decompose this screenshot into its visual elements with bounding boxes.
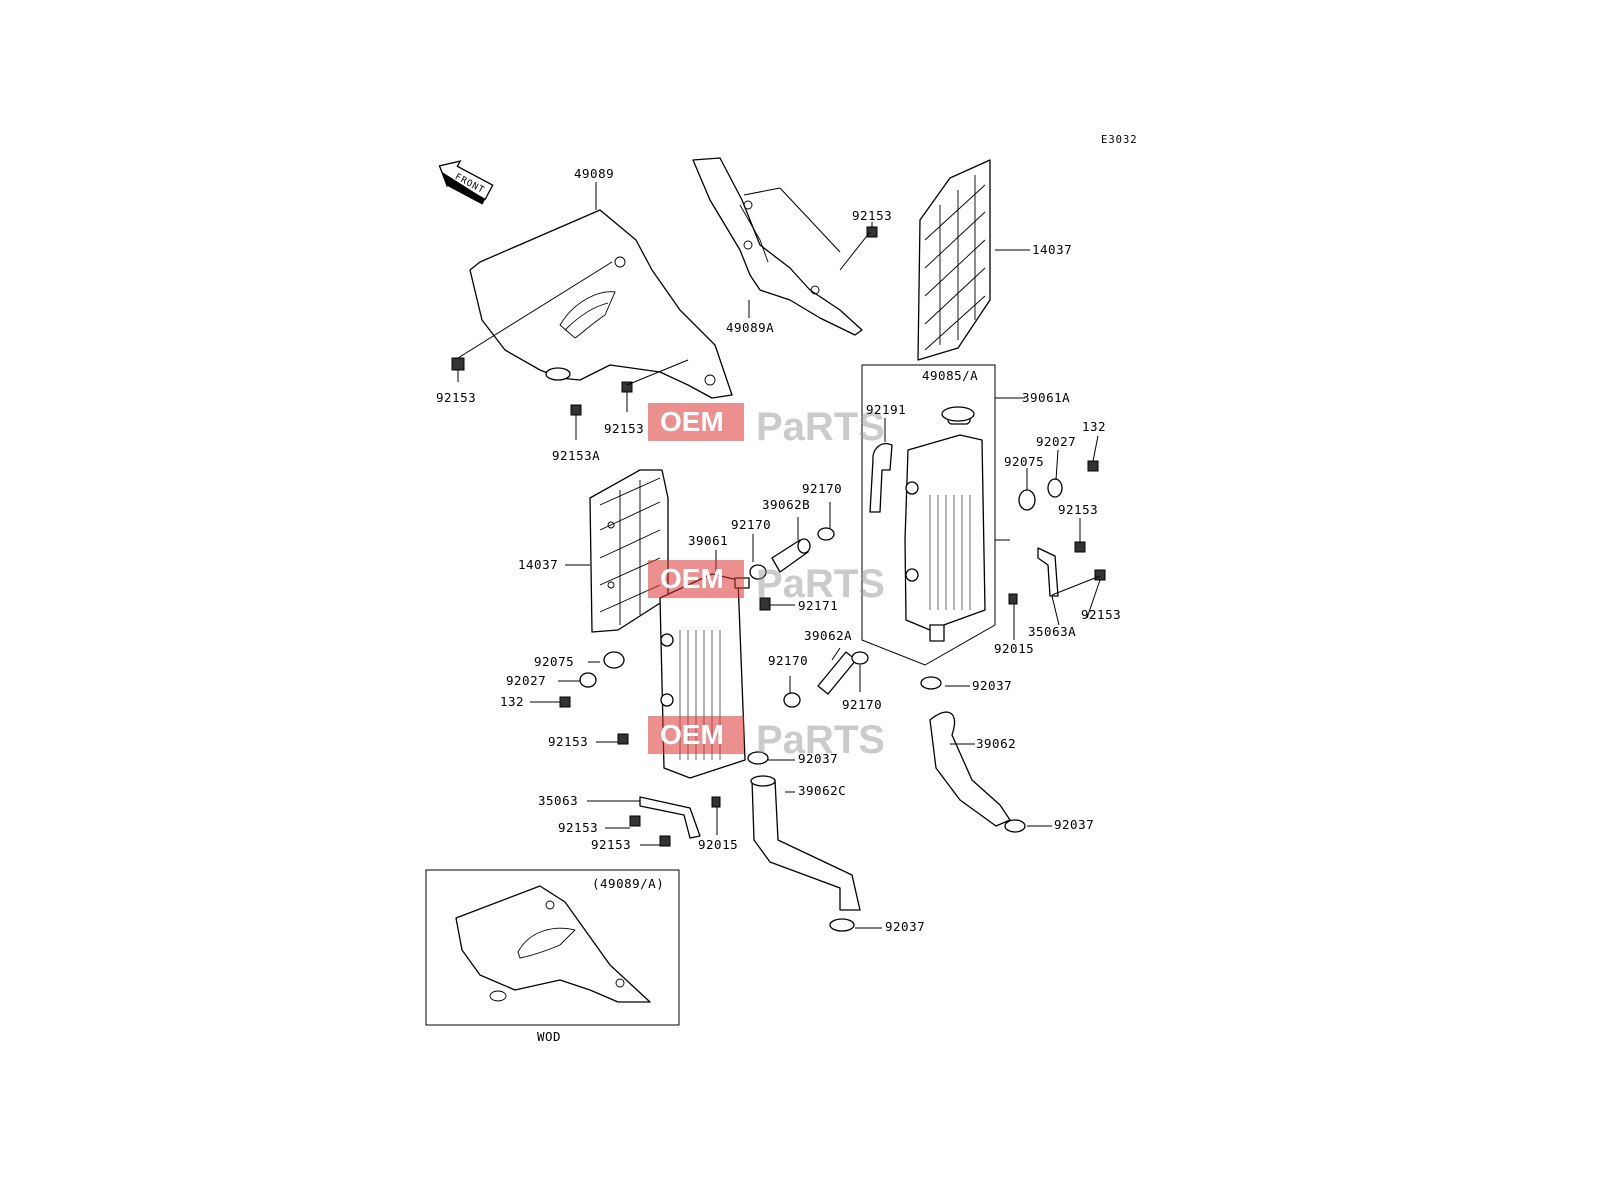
part-label-49085a[interactable]: 49085/A <box>922 368 978 383</box>
part-label-49089[interactable]: 49089 <box>574 166 614 181</box>
part-label-132[interactable]: 132 <box>500 694 524 709</box>
part-label-39061a[interactable]: 39061A <box>1022 390 1070 405</box>
radiator-grill-14037-right <box>917 159 991 361</box>
radiator-grill-14037-left <box>589 469 669 633</box>
part-label-92037[interactable]: 92037 <box>972 678 1012 693</box>
inset-caption: WOD <box>537 1029 561 1044</box>
part-label-35063a[interactable]: 35063A <box>1028 624 1076 639</box>
radiator-39061a <box>904 406 986 642</box>
hose-39062b <box>771 538 811 573</box>
part-label-92153[interactable]: 92153 <box>1058 502 1098 517</box>
bracket-35063a <box>1037 547 1059 597</box>
part-label-92153[interactable]: 92153 <box>604 421 644 436</box>
svg-text:PaRTS: PaRTS <box>756 562 885 606</box>
leader-lines <box>457 182 1101 929</box>
part-label-92153[interactable]: 92153 <box>591 837 631 852</box>
part-label-92027[interactable]: 92027 <box>506 673 546 688</box>
svg-text:OEM: OEM <box>660 563 724 594</box>
diagram-code: E3032 <box>1101 134 1138 146</box>
hose-39062 <box>929 711 1011 827</box>
hose-92191 <box>869 443 893 513</box>
part-label-92153[interactable]: 92153 <box>852 208 892 223</box>
part-label-39061[interactable]: 39061 <box>688 533 728 548</box>
grommets <box>579 478 1063 688</box>
part-label-92170[interactable]: 92170 <box>802 481 842 496</box>
svg-text:PaRTS: PaRTS <box>756 718 885 762</box>
part-label-92153[interactable]: 92153 <box>436 390 476 405</box>
svg-text:OEM: OEM <box>660 719 724 750</box>
part-label-92191[interactable]: 92191 <box>866 402 906 417</box>
part-label-49089a[interactable]: 49089A <box>726 320 774 335</box>
part-labels: 49089 49089A 92153 14037 92153 92153A 92… <box>436 166 1121 934</box>
part-label-92153[interactable]: 92153 <box>548 734 588 749</box>
part-label-92153[interactable]: 92153 <box>1081 607 1121 622</box>
inset-reference: (49089/A) <box>592 876 664 891</box>
watermark-1: OEM PaRTS <box>648 403 885 449</box>
part-label-92153[interactable]: 92153 <box>558 820 598 835</box>
shroud-49089 <box>469 209 733 399</box>
hose-39062a <box>817 651 857 695</box>
svg-text:PaRTS: PaRTS <box>756 405 885 449</box>
part-label-92170[interactable]: 92170 <box>731 517 771 532</box>
svg-text:OEM: OEM <box>660 406 724 437</box>
part-label-92027[interactable]: 92027 <box>1036 434 1076 449</box>
shroud-49089a <box>692 157 863 336</box>
part-label-14037[interactable]: 14037 <box>1032 242 1072 257</box>
part-label-132[interactable]: 132 <box>1082 419 1106 434</box>
part-label-92015[interactable]: 92015 <box>994 641 1034 656</box>
part-label-92170[interactable]: 92170 <box>842 697 882 712</box>
front-direction-arrow-icon: FRONT <box>438 160 494 205</box>
part-label-92037[interactable]: 92037 <box>1054 817 1094 832</box>
bolts <box>451 226 1106 847</box>
part-label-39062c[interactable]: 39062C <box>798 783 846 798</box>
part-label-35063[interactable]: 35063 <box>538 793 578 808</box>
part-label-92153a[interactable]: 92153A <box>552 448 600 463</box>
hose-39062c <box>750 775 861 911</box>
part-label-92075[interactable]: 92075 <box>1004 454 1044 469</box>
part-label-92075[interactable]: 92075 <box>534 654 574 669</box>
part-label-92015[interactable]: 92015 <box>698 837 738 852</box>
part-label-14037[interactable]: 14037 <box>518 557 558 572</box>
part-label-39062[interactable]: 39062 <box>976 736 1016 751</box>
part-label-92171[interactable]: 92171 <box>798 598 838 613</box>
watermark-2: OEM PaRTS <box>648 560 885 606</box>
part-label-92037[interactable]: 92037 <box>798 751 838 766</box>
inset-shroud <box>455 885 651 1003</box>
part-label-92170[interactable]: 92170 <box>768 653 808 668</box>
inset-box <box>425 869 680 1026</box>
bracket-35063 <box>639 796 701 839</box>
part-label-39062b[interactable]: 39062B <box>762 497 810 512</box>
part-label-39062a[interactable]: 39062A <box>804 628 852 643</box>
hose-clamps <box>747 527 1026 932</box>
part-label-92037[interactable]: 92037 <box>885 919 925 934</box>
watermark-3: OEM PaRTS <box>648 716 885 762</box>
